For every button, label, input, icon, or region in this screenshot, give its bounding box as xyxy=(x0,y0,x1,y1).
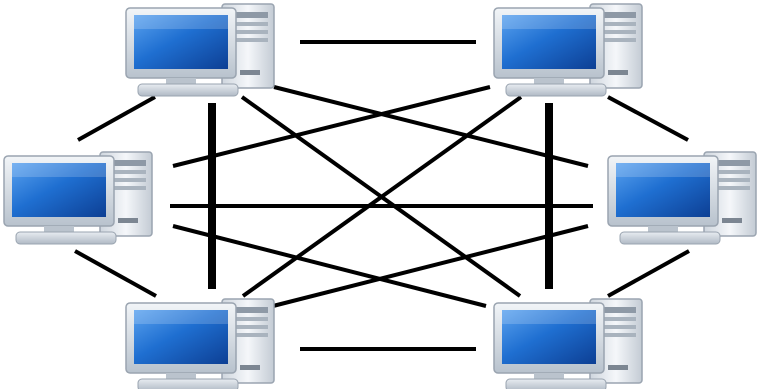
computer-bottom-right-icon xyxy=(494,299,642,389)
computer-top-right-icon xyxy=(494,4,642,96)
computer-middle-left-icon xyxy=(4,152,152,244)
computer-bottom-left-icon xyxy=(126,299,274,389)
computer-middle-right-icon xyxy=(608,152,756,244)
link-top-right-middle-right xyxy=(608,97,688,140)
link-middle-right-bottom-right xyxy=(608,251,689,296)
computer-top-left-icon xyxy=(126,4,274,96)
link-bottom-left-middle-right xyxy=(273,226,588,306)
link-top-left-middle-left xyxy=(78,97,155,140)
link-middle-left-bottom-left xyxy=(75,251,156,296)
